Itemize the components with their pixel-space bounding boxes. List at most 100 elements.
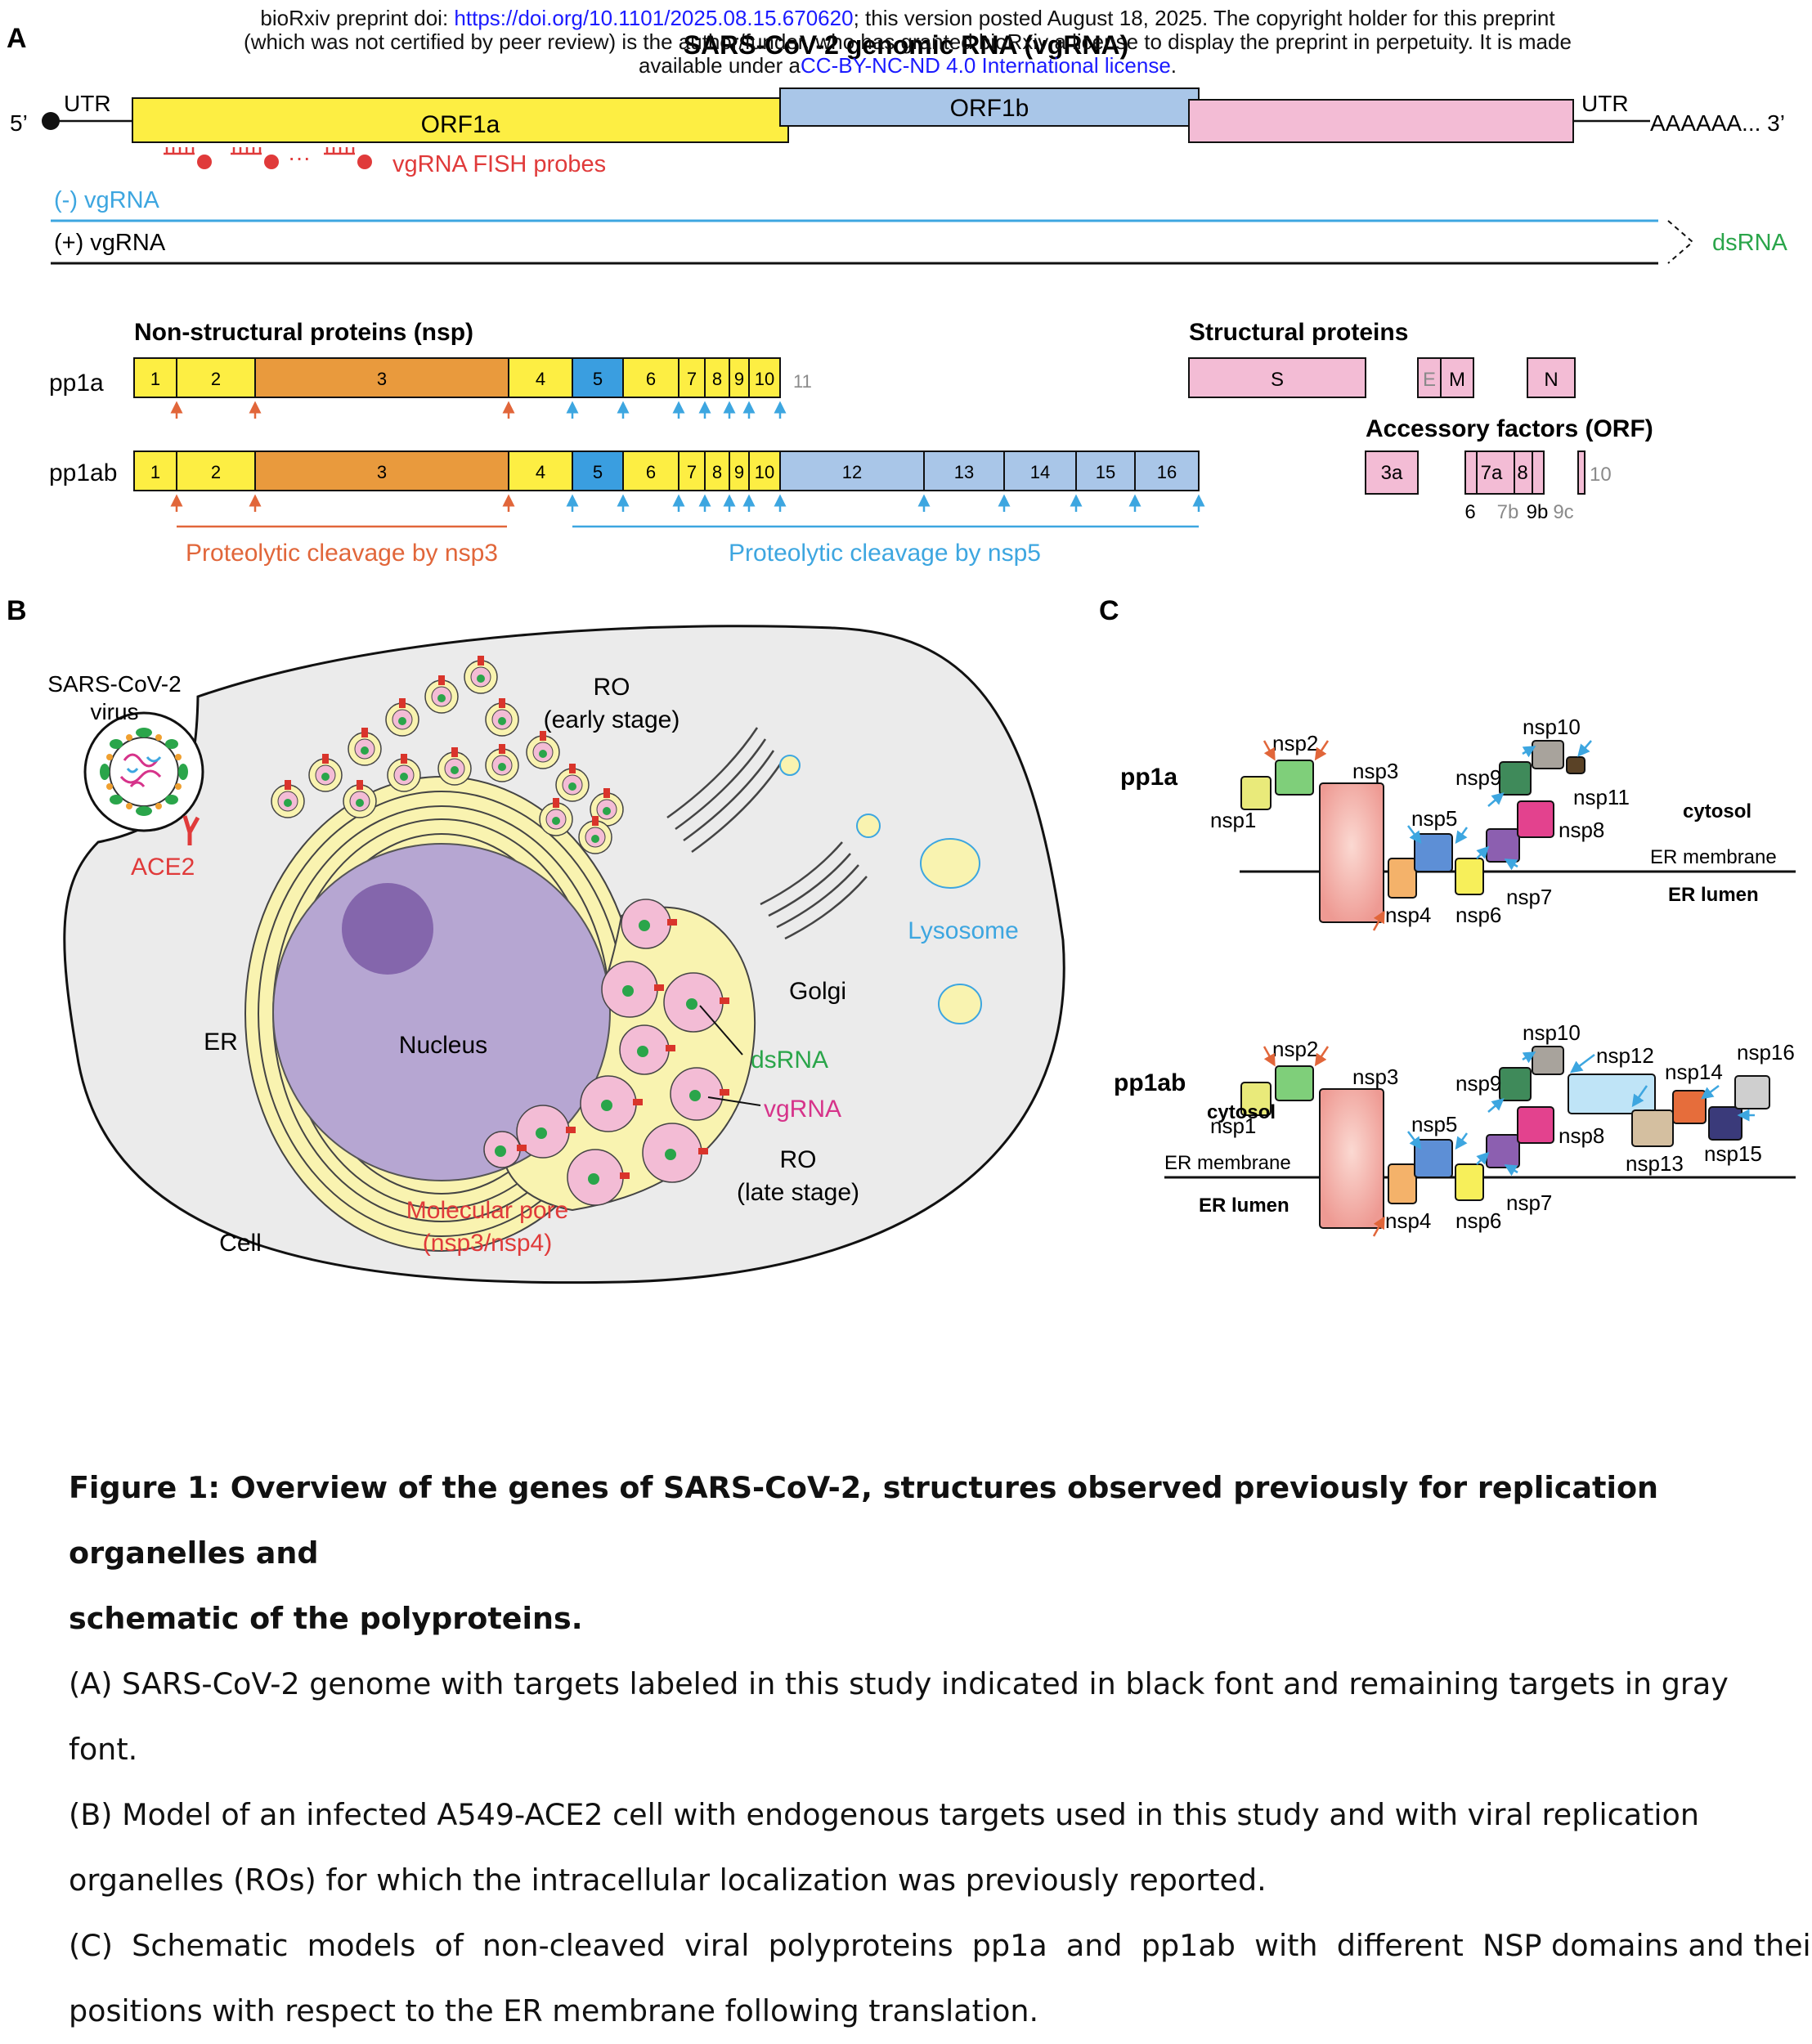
nsp-domain	[1414, 833, 1453, 872]
nucleus-label: Nucleus	[399, 1032, 487, 1059]
dsrna-dot	[498, 763, 506, 771]
cleavage-arrow	[1263, 1046, 1276, 1067]
nsp-domain-label: nsp13	[1626, 1151, 1684, 1176]
molecular-pore	[603, 788, 610, 798]
virus-label-2: virus	[90, 699, 138, 724]
nsp-domain	[1275, 1065, 1314, 1101]
nsp-segment	[133, 450, 177, 491]
orf-7a: 7a	[1481, 462, 1503, 484]
molecular-pore	[633, 1099, 643, 1105]
nsp-segment-label: 15	[1096, 462, 1115, 482]
nsp-segment-label: 7	[687, 369, 697, 389]
dsrna-dot	[398, 717, 406, 725]
protein-s: S	[1271, 369, 1284, 391]
cleavage-arrow	[1372, 1216, 1385, 1237]
nsp-domain-label: nsp16	[1737, 1040, 1795, 1065]
nsp-segment-label: 4	[536, 369, 545, 389]
molecular-pore	[399, 698, 406, 708]
pore-label-2: (nsp3/nsp4)	[423, 1230, 552, 1257]
protein-m: M	[1449, 369, 1465, 391]
nsp-segment	[729, 357, 750, 398]
dsrna-dot	[591, 835, 599, 843]
ace2-label: ACE2	[131, 854, 195, 881]
orf1b-label: ORF1b	[950, 95, 1029, 122]
dsrna-dot	[622, 985, 634, 997]
nsp-segment-label: 9	[734, 369, 744, 389]
orf-8: 8	[1517, 462, 1527, 484]
ro-early-vesicles	[271, 656, 624, 854]
nsp-segment-label: 6	[646, 369, 656, 389]
lysosome-label: Lysosome	[908, 917, 1019, 944]
protein-e: E	[1423, 369, 1436, 391]
nsp-segment-label: 14	[1030, 462, 1050, 482]
nsp-segment	[923, 450, 1005, 491]
orf-6: 6	[1464, 501, 1475, 523]
probes-label: vgRNA FISH probes	[392, 151, 606, 177]
cleavage-arrows	[170, 401, 1205, 512]
nsp-segment	[1003, 450, 1077, 491]
nsp-domain	[1240, 1082, 1272, 1116]
nsp-domain-label: nsp3	[1352, 759, 1398, 783]
nsp-heading: Non-structural proteins (nsp)	[134, 319, 473, 346]
pos-vgrna-label: (+) vgRNA	[54, 230, 166, 256]
nsp-segment	[704, 450, 730, 491]
nsp-domain-label: nsp2	[1272, 731, 1318, 755]
ro-late-label-2: (late stage)	[737, 1179, 859, 1206]
genome-title: SARS-CoV-2 genomic RNA (vgRNA)	[684, 30, 1129, 60]
golgi-label: Golgi	[789, 978, 846, 1005]
nsp-segment	[678, 357, 706, 398]
panel-a: A SARS-CoV-2 genomic RNA (vgRNA) 5’ UTR …	[7, 23, 1788, 567]
nsp-domain-label: cytosol	[1683, 800, 1751, 823]
poly-a-label: AAAAAA... 3’	[1650, 110, 1785, 136]
nsp-domain-label: nsp5	[1411, 1112, 1457, 1136]
dsrna-dot	[495, 1145, 506, 1157]
nsp-segment	[622, 450, 680, 491]
nsp-segment	[779, 450, 925, 491]
cleavage-arrow	[1455, 1132, 1469, 1150]
neg-vgrna-label: (-) vgRNA	[54, 187, 160, 213]
molecular-pore	[540, 731, 546, 741]
nsp-segment	[748, 450, 781, 491]
nsp-segment-label: 2	[211, 462, 221, 482]
nsp-domain	[1319, 1088, 1384, 1229]
nsp-domain-label: nsp8	[1559, 1123, 1604, 1148]
nsp-domain-label: nsp12	[1596, 1043, 1654, 1068]
dsrna-dot	[665, 1149, 676, 1160]
cleavage-arrow	[1570, 1054, 1595, 1074]
nsp-domain-label: nsp11	[1573, 785, 1630, 809]
nsp-domain	[1275, 760, 1314, 796]
cleavage-arrow	[1314, 740, 1330, 761]
nsp-segment	[572, 450, 624, 491]
ace2-receptor	[182, 815, 200, 845]
nsp-segment	[1134, 450, 1200, 491]
dsrna-dot	[689, 1090, 701, 1101]
panel-b: B SARS-CoV-2 virus ACE2	[7, 595, 1065, 1284]
nsp-domain-label: ER lumen	[1199, 1195, 1289, 1217]
cleavage-arrow	[1701, 1085, 1720, 1100]
dsrna-dot	[321, 773, 330, 781]
nsp3-cleavage-label: Proteolytic cleavage by nsp3	[186, 540, 498, 567]
doi-link[interactable]: https://doi.org/10.1101/2025.08.15.67062…	[454, 6, 854, 30]
dsrna-dot	[536, 1127, 547, 1139]
nsp-domain-label: nsp6	[1455, 903, 1501, 927]
nsp-segment	[678, 450, 706, 491]
nsp-segment-label: 2	[211, 369, 221, 389]
nsp-segment-label: 10	[755, 369, 774, 389]
ro-late-vesicles	[483, 899, 729, 1206]
five-prime-label: 5’	[10, 110, 28, 136]
caption-a: (A) SARS-CoV-2 genome with targets label…	[69, 1666, 1729, 1767]
molecular-pore	[667, 919, 677, 926]
virus-label-1: SARS-CoV-2	[47, 671, 181, 697]
pp1a-tail-label: 11	[793, 371, 812, 392]
dsrna-dot	[552, 817, 560, 825]
dsrna-dot	[451, 766, 459, 774]
nsp-domain-label: nsp6	[1455, 1208, 1501, 1233]
virus-particle	[100, 728, 188, 816]
structural-orf-box	[1188, 99, 1574, 143]
molecular-pore	[620, 1172, 630, 1179]
pp1ab-label: pp1ab	[49, 459, 117, 486]
license-link[interactable]: CC-BY-NC-ND 4.0 International license	[801, 53, 1171, 78]
pp1a-label: pp1a	[49, 370, 104, 397]
nsp-domain	[1486, 1134, 1520, 1168]
caption-b-line1: (B) Model of an infected A549-ACE2 cell …	[69, 1797, 1699, 1832]
